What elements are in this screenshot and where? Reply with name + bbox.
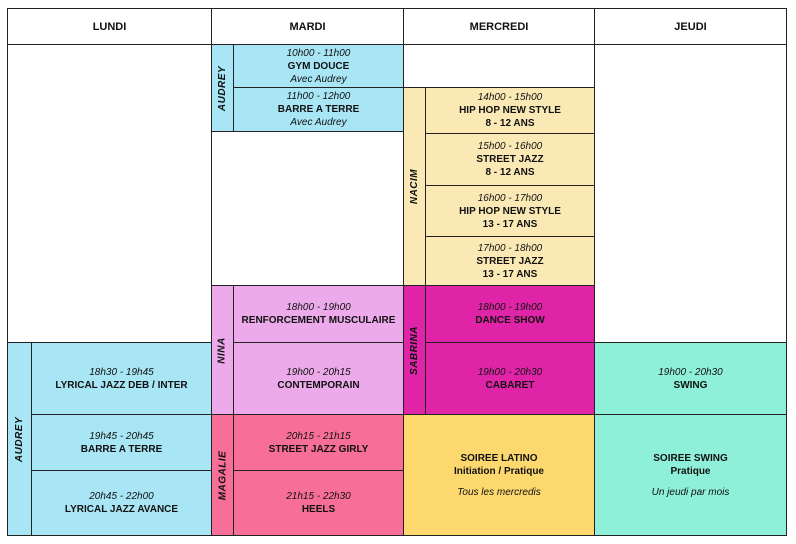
- class-name: DANCE SHOW: [475, 315, 545, 326]
- class-age: 8 - 12 ANS: [485, 167, 535, 178]
- class-time: 11h00 - 12h00: [286, 91, 351, 102]
- class-lyrical-deb: 18h30 - 19h45 LYRICAL JAZZ DEB / INTER: [31, 342, 212, 415]
- teacher-label-audrey-lundi: AUDREY: [7, 342, 32, 536]
- teacher-label-nacim: NACIM: [403, 87, 426, 286]
- class-time: 10h00 - 11h00: [286, 47, 351, 59]
- class-time: 18h00 - 19h00: [286, 302, 351, 313]
- event-soiree-swing: SOIREE SWING Pratique Un jeudi par mois: [594, 414, 787, 536]
- class-time: 14h00 - 15h00: [477, 92, 543, 103]
- class-swing: 19h00 - 20h30 SWING: [594, 342, 787, 415]
- teacher-label-audrey-mardi: AUDREY: [211, 44, 234, 132]
- class-name: HIP HOP NEW STYLE: [459, 205, 561, 217]
- class-name: LYRICAL JAZZ DEB / INTER: [55, 379, 188, 391]
- class-cabaret: 19h00 - 20h30 CABARET: [425, 342, 595, 415]
- class-time: 15h00 - 16h00: [477, 141, 543, 152]
- teacher-label-nina: NINA: [211, 285, 234, 415]
- class-name: RENFORCEMENT MUSCULAIRE: [241, 315, 396, 326]
- empty-lundi-day: [7, 44, 212, 343]
- class-teacher-note: Avec Audrey: [290, 73, 347, 85]
- teacher-label-sabrina: SABRINA: [403, 285, 426, 415]
- class-time: 17h00 - 18h00: [477, 242, 543, 254]
- class-time: 16h00 - 17h00: [477, 192, 543, 204]
- class-time: 20h45 - 22h00: [89, 491, 154, 502]
- class-name: BARRE A TERRE: [277, 104, 360, 115]
- class-gym-douce: 10h00 - 11h00 GYM DOUCE Avec Audrey: [233, 44, 404, 88]
- class-name: BARRE A TERRE: [80, 443, 163, 455]
- event-soiree-latino: SOIREE LATINO Initiation / Pratique Tous…: [403, 414, 595, 536]
- class-name: HEELS: [301, 504, 336, 515]
- class-name: HIP HOP NEW STYLE: [459, 105, 561, 116]
- class-time: 18h00 - 19h00: [477, 302, 543, 313]
- class-hiphop-8-12: 14h00 - 15h00 HIP HOP NEW STYLE 8 - 12 A…: [425, 87, 595, 134]
- class-age: 13 - 17 ANS: [482, 218, 538, 230]
- class-time: 20h15 - 21h15: [286, 430, 351, 442]
- class-time: 19h00 - 20h30: [477, 366, 543, 378]
- empty-jeudi-day: [594, 44, 787, 343]
- class-dance-show: 18h00 - 19h00 DANCE SHOW: [425, 285, 595, 343]
- class-hiphop-13-17: 16h00 - 17h00 HIP HOP NEW STYLE 13 - 17 …: [425, 185, 595, 237]
- event-frequency: Tous les mercredis: [457, 486, 541, 498]
- header-mercredi: MERCREDI: [403, 8, 595, 45]
- class-time: 21h15 - 22h30: [286, 491, 351, 502]
- event-frequency: Un jeudi par mois: [651, 486, 730, 498]
- event-name: SOIREE SWING: [653, 452, 728, 464]
- empty-mardi-afternoon: [211, 131, 404, 286]
- class-name: SWING: [673, 379, 708, 391]
- class-streetjazz-8-12: 15h00 - 16h00 STREET JAZZ 8 - 12 ANS: [425, 133, 595, 186]
- class-time: 19h45 - 20h45: [89, 430, 154, 442]
- class-teacher-note: Avec Audrey: [290, 117, 347, 128]
- class-name: STREET JAZZ: [476, 154, 544, 165]
- class-time: 19h00 - 20h30: [658, 366, 723, 378]
- class-time: 18h30 - 19h45: [89, 366, 154, 378]
- header-lundi: LUNDI: [7, 8, 212, 45]
- event-name: SOIREE LATINO: [460, 452, 538, 464]
- class-renforcement: 18h00 - 19h00 RENFORCEMENT MUSCULAIRE: [233, 285, 404, 343]
- class-streetjazz-13-17: 17h00 - 18h00 STREET JAZZ 13 - 17 ANS: [425, 236, 595, 286]
- class-name: STREET JAZZ GIRLY: [268, 443, 369, 455]
- event-subtitle: Pratique: [670, 465, 711, 477]
- header-mardi: MARDI: [211, 8, 404, 45]
- class-barre-mardi: 11h00 - 12h00 BARRE A TERRE Avec Audrey: [233, 87, 404, 132]
- class-name: GYM DOUCE: [287, 60, 350, 72]
- empty-mercredi-morning: [403, 44, 595, 88]
- class-name: STREET JAZZ: [476, 255, 544, 267]
- class-name: CABARET: [485, 379, 535, 391]
- header-jeudi: JEUDI: [594, 8, 787, 45]
- class-time: 19h00 - 20h15: [286, 366, 351, 378]
- event-subtitle: Initiation / Pratique: [453, 465, 544, 477]
- class-street-jazz-girly: 20h15 - 21h15 STREET JAZZ GIRLY: [233, 414, 404, 471]
- teacher-label-magalie: MAGALIE: [211, 414, 234, 536]
- class-name: LYRICAL JAZZ AVANCE: [64, 504, 179, 515]
- class-heels: 21h15 - 22h30 HEELS: [233, 470, 404, 536]
- class-age: 8 - 12 ANS: [485, 118, 535, 129]
- class-name: CONTEMPORAIN: [277, 379, 360, 391]
- class-age: 13 - 17 ANS: [482, 268, 538, 280]
- class-barre-lundi: 19h45 - 20h45 BARRE A TERRE: [31, 414, 212, 471]
- class-lyrical-avance: 20h45 - 22h00 LYRICAL JAZZ AVANCE: [31, 470, 212, 536]
- class-contemporain: 19h00 - 20h15 CONTEMPORAIN: [233, 342, 404, 415]
